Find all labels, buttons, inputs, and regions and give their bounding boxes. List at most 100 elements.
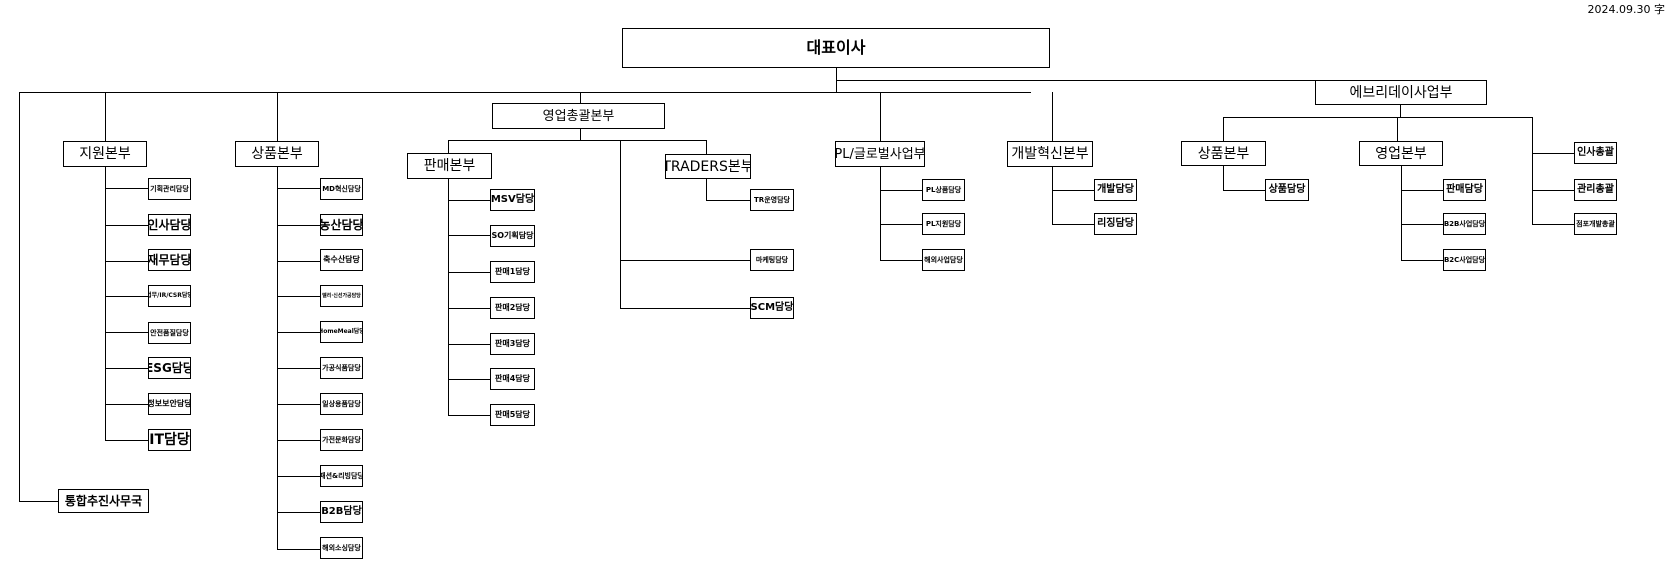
connector-line [448,235,491,236]
connector-line [1223,166,1224,191]
connector-line [448,140,707,141]
connector-line [1401,224,1444,225]
connector-line [277,296,321,297]
connector-line [448,379,491,380]
connector-line [1052,190,1095,191]
connector-line [448,308,491,309]
sales-division: 판매본부 [407,153,492,179]
connector-line [448,200,491,201]
connector-line [277,404,321,405]
connector-line [880,190,923,191]
traders-team: TR운영담당 [750,189,794,211]
connector-line [105,188,149,189]
connector-line [836,66,837,81]
support-team: 정보보안담당 [148,393,191,415]
everyday-staff-unit: 인사총괄 [1574,142,1617,164]
merchandise-team: 해외소싱담당 [320,537,363,559]
support-team: IT담당 [148,429,191,451]
merchandise-team: 가공식품담당 [320,357,363,379]
sales-team: 판매3담당 [490,333,535,355]
connector-line [1400,105,1401,118]
connector-line [1223,190,1266,191]
merchandise-team: B2B담당 [320,501,363,523]
connector-line [1401,166,1402,261]
pl-global-division: PL/글로벌사업부 [835,141,925,167]
scm-team: SCM담당 [750,297,794,319]
connector-line [880,166,881,261]
support-team: 인사담당 [148,214,191,236]
connector-line [448,272,491,273]
merchandise-team: HomeMeal담당 [320,321,363,343]
support-team: ESG담당 [148,357,191,379]
connector-line [620,308,751,309]
connector-line [1532,224,1575,225]
support-team: 재무담당 [148,249,191,271]
connector-line [1223,117,1533,118]
pl-team: PL상품담당 [922,179,965,201]
connector-line [1532,117,1533,225]
connector-line [277,92,278,142]
merchandise-team: 일상용품담당 [320,393,363,415]
connector-line [580,92,581,104]
connector-line [1397,117,1398,142]
dev-team: 개발담당 [1094,179,1137,201]
connector-line [277,332,321,333]
connector-line [580,128,581,141]
traders-division: TRADERS본부 [665,154,751,179]
pmo-box: 통합추진사무국 [58,489,149,513]
sales-team: 판매1담당 [490,261,535,283]
connector-line [1401,260,1444,261]
support-hq: 지원본부 [63,141,147,167]
connector-line [105,225,149,226]
connector-line [277,368,321,369]
connector-line [1401,190,1444,191]
everyday-sales-hq: 영업본부 [1359,141,1443,166]
connector-line [277,476,321,477]
connector-line [105,332,149,333]
connector-line [448,178,449,416]
dev-team: 리징담당 [1094,213,1137,235]
connector-line [880,92,881,142]
connector-line [19,501,59,502]
connector-line [277,440,321,441]
sales-team: 판매4담당 [490,368,535,390]
connector-line [880,260,923,261]
everyday-staff-unit: 관리총괄 [1574,179,1617,201]
connector-line [105,92,106,142]
everyday-sales-team: B2B사업담당 [1443,213,1486,235]
effective-date: 2024.09.30 字 [1587,3,1665,16]
pl-team: PL지원담당 [922,213,965,235]
connector-line [19,92,20,502]
connector-line [836,80,1316,81]
connector-line [620,260,751,261]
connector-line [706,200,751,201]
connector-line [105,404,149,405]
connector-line [620,140,621,309]
everyday-division: 에브리데이사업부 [1315,80,1487,105]
connector-line [277,166,278,550]
everyday-merchandise-hq: 상품본부 [1181,141,1266,166]
merchandise-team: 델리·신선가공담당 [320,285,363,307]
support-team: 법무/IR/CSR담당 [148,285,191,307]
support-team: 안전품질담당 [148,322,191,344]
sales-team: 판매2담당 [490,297,535,319]
connector-line [277,512,321,513]
connector-line [706,140,707,155]
connector-line [277,188,321,189]
connector-line [105,368,149,369]
marketing-team: 마케팅담당 [750,249,794,271]
connector-line [105,261,149,262]
sales-team: SO기획담당 [490,225,535,247]
merchandise-team: MD혁신담당 [320,178,363,200]
connector-line [1532,153,1575,154]
connector-line [448,344,491,345]
merchandise-team: 가전문화담당 [320,429,363,451]
connector-line [880,224,923,225]
merchandise-team: 농산담당 [320,214,363,236]
connector-line [19,92,1031,93]
everyday-sales-team: 판매담당 [1443,179,1486,201]
pl-team: 해외사업담당 [922,249,965,271]
everyday-merchandise-team: 상품담당 [1265,179,1309,201]
sales-hq: 영업총괄본부 [492,103,665,129]
